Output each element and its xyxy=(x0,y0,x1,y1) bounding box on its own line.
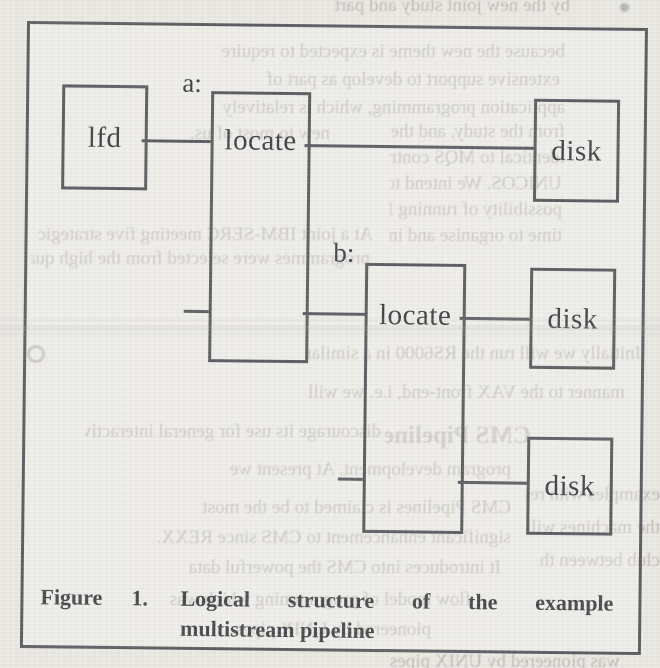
node-disk-3: disk xyxy=(526,436,614,536)
caption-word: the xyxy=(467,589,498,615)
node-locate-b-label: locate xyxy=(378,299,452,332)
caption-word: structure xyxy=(287,586,375,613)
figure-1-diagram: lfd locate disk locate disk disk a: b: F… xyxy=(19,21,648,656)
caption-figure-word: Figure xyxy=(40,584,103,610)
caption-figure-number: 1. xyxy=(131,585,149,611)
node-locate-b: locate xyxy=(362,262,467,534)
connector-locate-a-to-locate-b xyxy=(302,312,365,316)
connector-stub-into-locate-b xyxy=(337,477,363,481)
ghost-bullet-icon xyxy=(27,345,45,363)
stream-label-b: b: xyxy=(333,237,355,268)
stream-label-a: a: xyxy=(182,67,202,98)
ink-speck xyxy=(620,3,629,12)
node-disk-3-label: disk xyxy=(544,469,596,503)
node-lfd: lfd xyxy=(61,84,149,191)
connector-lfd-to-locate-a xyxy=(141,139,211,144)
figure-caption-line-1: Figure 1. Logical structure of the examp… xyxy=(40,584,616,616)
caption-justified-words: Logical structure of the example xyxy=(180,585,614,616)
connector-locate-b-to-disk-2 xyxy=(459,316,530,321)
caption-word: of xyxy=(411,588,431,614)
node-locate-a: locate xyxy=(208,91,312,364)
ghost-text-line: by the new joint study and part xyxy=(334,0,570,16)
figure-caption: Figure 1. Logical structure of the examp… xyxy=(40,584,617,645)
connector-stub-into-locate-a xyxy=(183,309,209,314)
caption-word: Logical xyxy=(180,585,251,612)
node-locate-a-label: locate xyxy=(224,124,297,158)
figure-caption-line-2: multistream pipeline xyxy=(179,615,375,643)
node-disk-1-label: disk xyxy=(551,134,602,168)
node-disk-2: disk xyxy=(529,267,617,370)
node-disk-1: disk xyxy=(532,98,621,203)
node-lfd-label: lfd xyxy=(87,121,122,154)
caption-word: example xyxy=(535,589,614,616)
node-disk-2-label: disk xyxy=(547,302,599,335)
connector-locate-b-to-disk-3 xyxy=(457,480,527,485)
connector-locate-a-to-disk-1 xyxy=(304,144,534,150)
